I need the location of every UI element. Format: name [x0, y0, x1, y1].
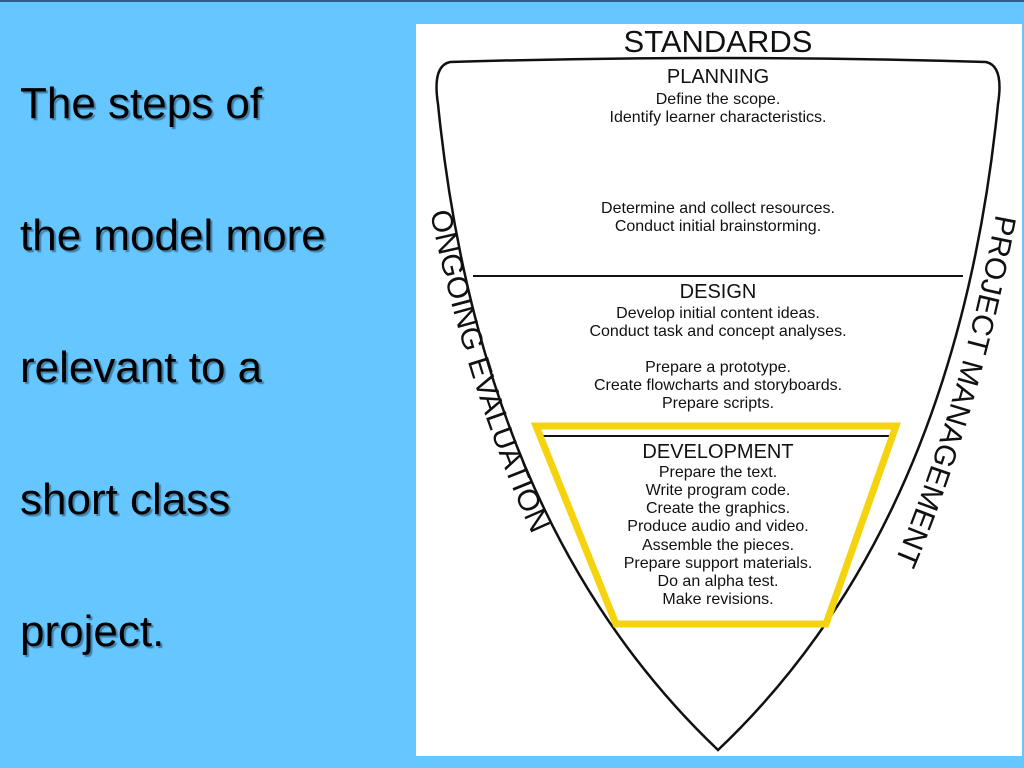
planning-step: Determine and collect resources.	[601, 200, 835, 217]
planning-title: PLANNING	[667, 66, 769, 88]
planning-step: Conduct initial brainstorming.	[615, 218, 821, 235]
slide-text-line: The steps of	[20, 79, 263, 128]
development-step: Make revisions.	[662, 591, 773, 608]
model-diagram: STANDARDS ONGOING EVALUATION PROJECT MAN…	[416, 24, 1022, 756]
slide-body-text: The steps of the model more relevant to …	[20, 82, 410, 742]
planning-step: Identify learner characteristics.	[610, 109, 827, 126]
slide-text-line: project.	[20, 607, 165, 656]
planning-step: Define the scope.	[656, 91, 781, 108]
design-step: Develop initial content ideas.	[616, 305, 820, 322]
development-title: DEVELOPMENT	[642, 441, 793, 463]
design-title: DESIGN	[680, 281, 757, 303]
development-step: Create the graphics.	[646, 500, 790, 517]
development-highlight	[530, 422, 901, 628]
slide-text-line: short class	[20, 475, 231, 524]
slide-text-line: the model more	[20, 211, 326, 260]
slide-text-line: relevant to a	[20, 343, 263, 392]
development-step: Produce audio and video.	[627, 518, 808, 535]
development-step: Prepare the text.	[659, 464, 777, 481]
development-step: Write program code.	[646, 482, 791, 499]
funnel-outline	[435, 56, 1001, 752]
development-step: Prepare support materials.	[624, 555, 813, 572]
design-step: Prepare scripts.	[662, 395, 774, 412]
design-step: Conduct task and concept analyses.	[589, 323, 846, 340]
standards-label: STANDARDS	[624, 24, 813, 59]
development-step: Do an alpha test.	[658, 573, 779, 590]
top-border	[0, 0, 1024, 2]
design-step: Create flowcharts and storyboards.	[594, 377, 842, 394]
development-step: Assemble the pieces.	[642, 537, 794, 554]
design-step: Prepare a prototype.	[645, 359, 791, 376]
